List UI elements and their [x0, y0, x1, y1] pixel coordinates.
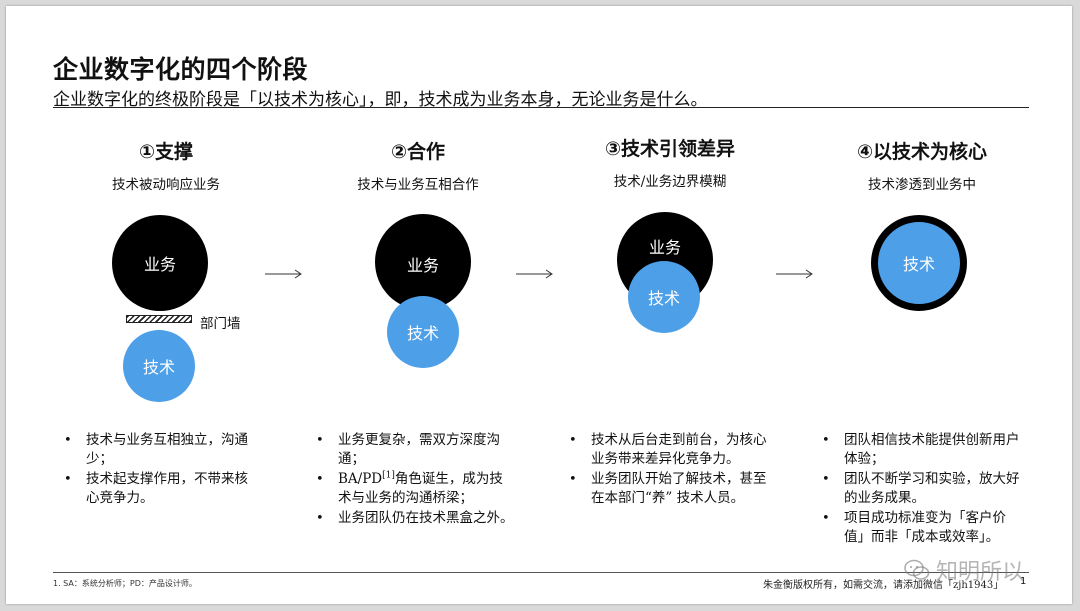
- slide: 企业数字化的四个阶段 企业数字化的终极阶段是「以技术为核心」，即，技术成为业务本…: [6, 6, 1072, 604]
- stage-3-subtitle: 技术/业务边界模糊: [613, 174, 727, 190]
- stage-1-tech-circle: 技术: [123, 330, 195, 402]
- wechat-icon: [904, 559, 930, 580]
- stage-1-business-circle: 业务: [112, 215, 208, 311]
- slide-subtitle: 企业数字化的终极阶段是「以技术为核心」，即，技术成为业务本身，无论业务是什么。: [53, 90, 708, 110]
- copyright-notice: 朱金衡版权所有，如需交流，请添加微信「zjh1943」: [763, 580, 1004, 591]
- stage-2-tech-label: 技术: [406, 324, 439, 343]
- stage-3-tech-label: 技术: [647, 289, 680, 308]
- bapd-role: BA/PD: [338, 471, 383, 487]
- department-wall: [126, 315, 192, 323]
- list-item: 业务团队开始了解技术，甚至在本部门“养” 技术人员。: [563, 470, 767, 508]
- stage-2-title: ②合作: [390, 141, 446, 163]
- arrow-right-icon: [265, 269, 302, 279]
- arrow-right-icon: [776, 269, 813, 279]
- list-item: 项目成功标准变为「客户价值」而非「成本或效率」。: [816, 509, 1020, 547]
- stage-4-subtitle: 技术渗透到业务中: [868, 177, 976, 193]
- stage-4-tech-label: 技术: [902, 255, 935, 274]
- stage-1-business-label: 业务: [143, 255, 176, 274]
- list-item: 业务团队仍在技术黑盒之外。: [310, 509, 514, 528]
- stage-2-business-circle: 业务: [375, 214, 471, 310]
- stage-2-subtitle: 技术与业务互相合作: [357, 177, 479, 193]
- list-item: 团队相信技术能提供创新用户体验；: [816, 431, 1020, 469]
- bapd-role-description: 角色诞生，成为技术与业务的沟通桥梁；: [338, 471, 503, 506]
- stage-4-bullets: 团队相信技术能提供创新用户体验； 团队不断学习和实验，放大好的业务成果。 项目成…: [816, 431, 1020, 548]
- stage-1-title: ①支撑: [138, 141, 194, 163]
- stage-1-tech-label: 技术: [142, 358, 175, 377]
- page-number: 1: [1020, 576, 1027, 587]
- title-divider: [53, 107, 1029, 108]
- list-item: 技术起支撑作用，不带来核心竞争力。: [58, 470, 260, 508]
- watermark: 知明所以: [904, 554, 1024, 586]
- footer-divider: [53, 572, 1029, 573]
- arrow-right-icon: [516, 269, 553, 279]
- list-item: 团队不断学习和实验，放大好的业务成果。: [816, 470, 1020, 508]
- stage-2-bullets: 业务更复杂，需双方深度沟通； BA/PD[1]角色诞生，成为技术与业务的沟通桥梁…: [310, 431, 514, 529]
- stage-3-tech-circle: 技术: [628, 261, 700, 333]
- footnote-ref: [1]: [382, 470, 395, 481]
- stage-4-title: ④以技术为核心: [856, 141, 988, 163]
- list-item: 技术与业务互相独立，沟通少；: [58, 431, 260, 469]
- footnote: 1. SA：系统分析师；PD：产品设计师。: [53, 579, 197, 588]
- slide-title: 企业数字化的四个阶段: [53, 55, 309, 84]
- list-item: BA/PD[1]角色诞生，成为技术与业务的沟通桥梁；: [310, 470, 514, 508]
- stage-1-bullets: 技术与业务互相独立，沟通少； 技术起支撑作用，不带来核心竞争力。: [58, 431, 260, 509]
- watermark-text: 知明所以: [936, 560, 1025, 585]
- stage-3-title: ③技术引领差异: [604, 138, 736, 160]
- list-item: 业务更复杂，需双方深度沟通；: [310, 431, 514, 469]
- stage-3-business-label: 业务: [648, 238, 681, 257]
- stage-1-subtitle: 技术被动响应业务: [112, 177, 220, 193]
- list-item: 技术从后台走到前台，为核心业务带来差异化竞争力。: [563, 431, 767, 469]
- stage-4-tech-core-circle: 技术: [871, 215, 967, 311]
- stage-2-tech-circle: 技术: [387, 296, 459, 368]
- department-wall-label: 部门墙: [200, 316, 241, 332]
- stage-3-bullets: 技术从后台走到前台，为核心业务带来差异化竞争力。 业务团队开始了解技术，甚至在本…: [563, 431, 767, 509]
- stage-2-business-label: 业务: [406, 256, 439, 275]
